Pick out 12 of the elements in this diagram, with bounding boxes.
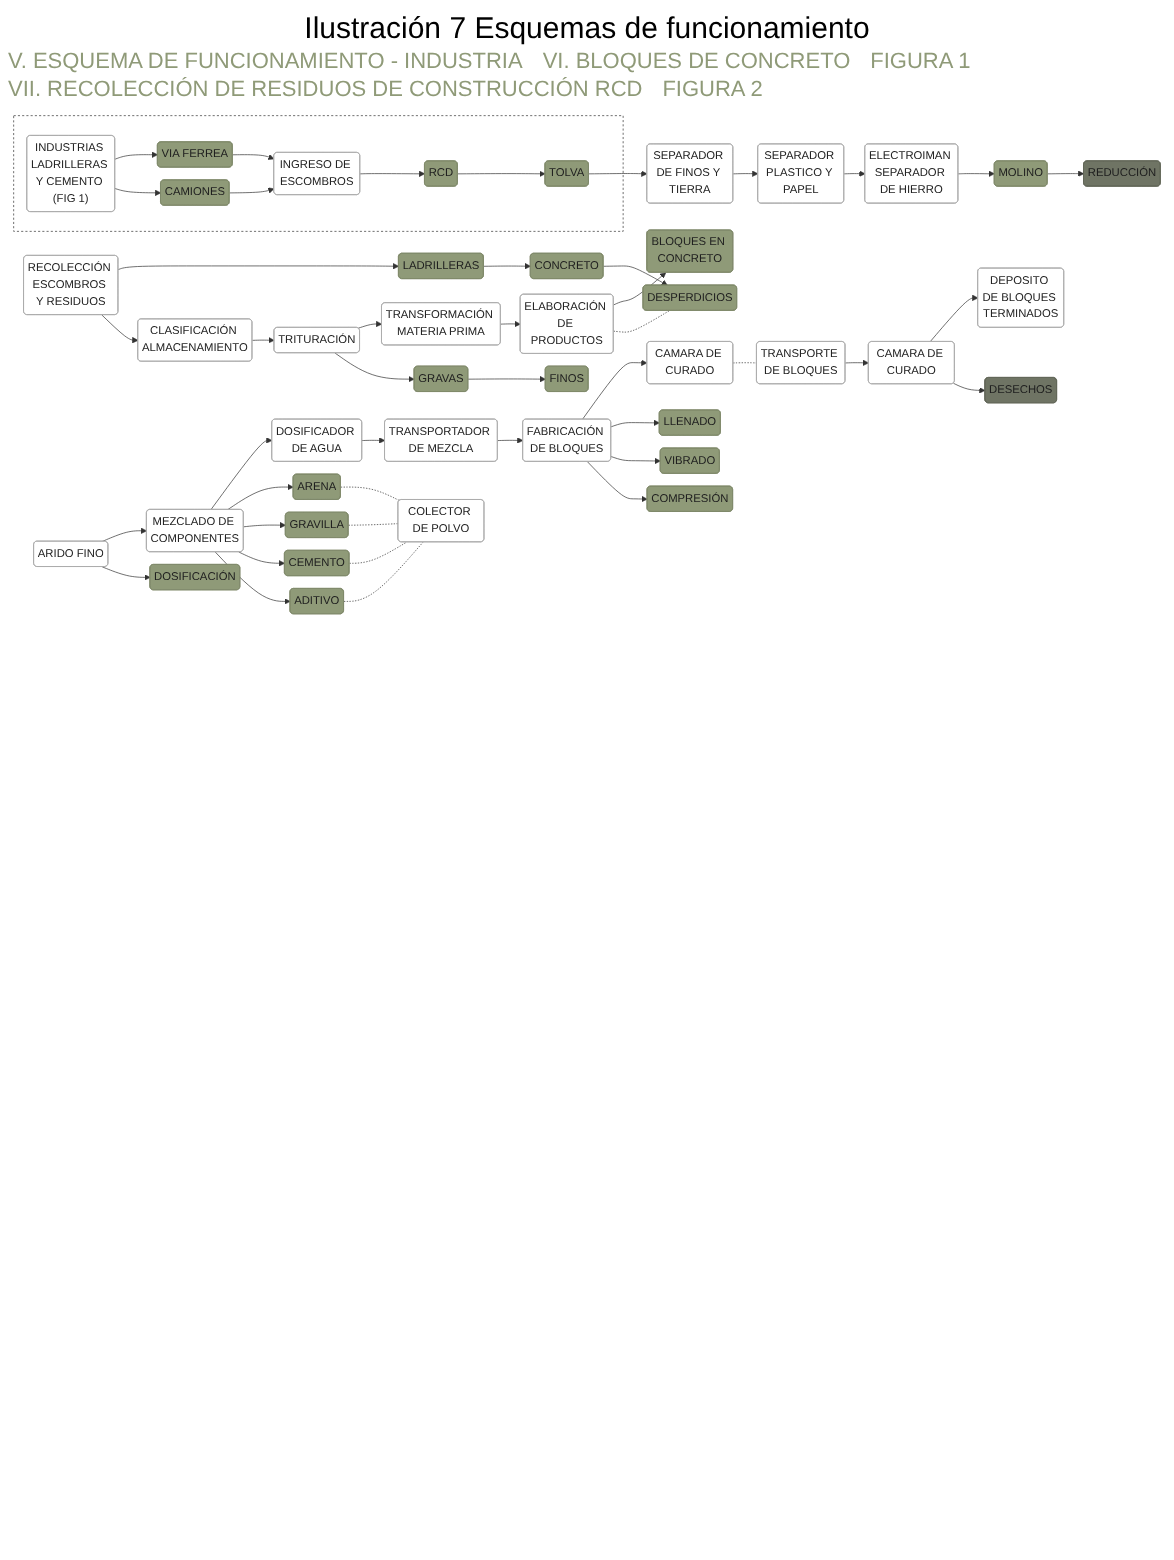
connector <box>340 486 400 501</box>
cluster <box>13 115 624 232</box>
section-heading: VII. RECOLECCIÓN DE RESIDUOS DE CONSTRUCCIÓN RCD <box>8 78 643 102</box>
section-heading: VI. BLOQUES DE CONCRETO <box>542 50 851 74</box>
figure-title: Ilustración 7 Esquemas de funcionamiento <box>302 12 872 46</box>
connector <box>348 523 399 526</box>
section-heading: FIGURA 1 <box>870 50 971 74</box>
section-heading: V. ESQUEMA DE FUNCIONAMIENTO - INDUSTRIA <box>8 50 523 74</box>
section-heading: FIGURA 2 <box>662 78 763 102</box>
connector <box>613 310 670 333</box>
connector <box>349 541 407 564</box>
connector <box>343 541 424 602</box>
